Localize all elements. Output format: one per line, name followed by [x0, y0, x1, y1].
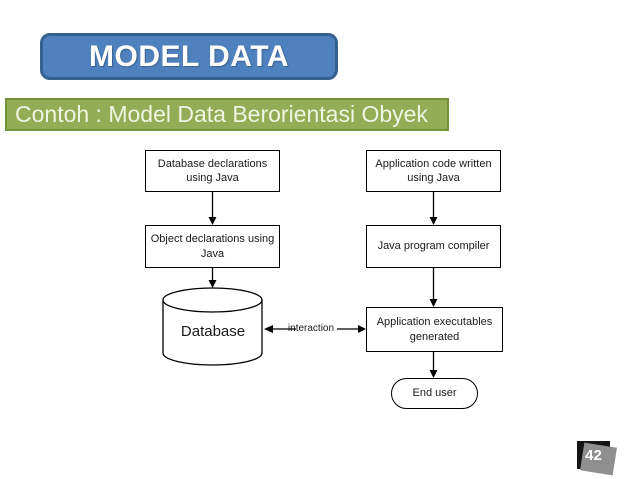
- node-label: Object declarations using Java: [150, 233, 275, 260]
- arrow-executables-to-enduser: [429, 352, 438, 378]
- arrow-dbdecl-to-objdecl: [208, 192, 217, 225]
- arrow-objdecl-to-database: [208, 268, 217, 288]
- node-end-user: End user: [391, 378, 478, 409]
- node-label: Java program compiler: [377, 240, 490, 253]
- interaction-edge-label: interaction: [282, 322, 340, 335]
- arrow-compiler-to-executables: [429, 268, 438, 307]
- edge-label: interaction: [287, 323, 335, 334]
- slide-title: MODEL DATA: [40, 33, 338, 80]
- node-application-executables: Application executables generated: [366, 307, 503, 352]
- node-object-declarations: Object declarations using Java: [145, 225, 280, 268]
- page-number-text: 42: [585, 446, 602, 464]
- slide-page-number: 42: [577, 441, 610, 469]
- node-label: Database declarations using Java: [157, 157, 268, 184]
- database-cylinder-top: [162, 287, 263, 313]
- arrow-appcode-to-compiler: [429, 192, 438, 225]
- slide-subtitle-text: Contoh : Model Data Berorientasi Obyek: [15, 101, 428, 127]
- node-label: End user: [412, 387, 457, 400]
- node-label: Database: [180, 322, 246, 340]
- arrow-interaction-right: [337, 325, 366, 333]
- slide-subtitle: Contoh : Model Data Berorientasi Obyek: [5, 98, 449, 131]
- node-database-declarations: Database declarations using Java: [145, 150, 280, 192]
- node-application-code: Application code written using Java: [366, 150, 501, 192]
- node-label: Application code written using Java: [375, 157, 492, 184]
- slide-title-text: MODEL DATA: [89, 39, 289, 73]
- node-java-compiler: Java program compiler: [366, 225, 501, 268]
- node-database-label: Database: [163, 322, 263, 340]
- node-label: Application executables generated: [376, 316, 493, 343]
